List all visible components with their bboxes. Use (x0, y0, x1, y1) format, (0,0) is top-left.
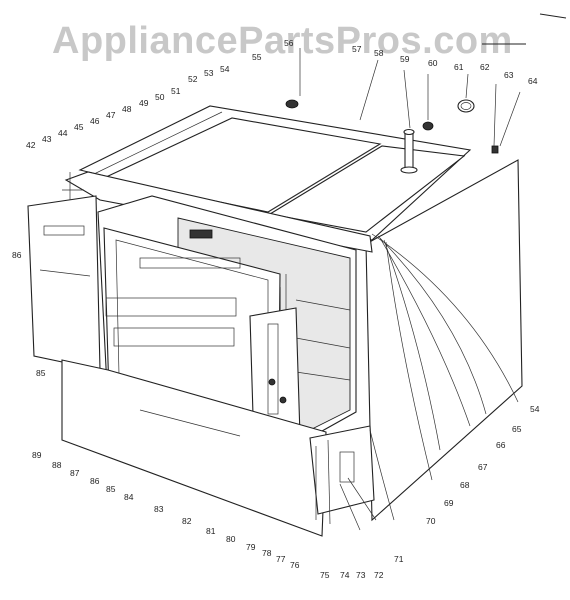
callout-label: 89 (32, 450, 42, 460)
callout-label: 73 (356, 570, 366, 580)
callout-label: 54 (530, 404, 540, 414)
callout-label: 83 (154, 504, 164, 514)
callout-label: 46 (90, 116, 100, 126)
watermark: AppliancePartsPros.com (52, 20, 513, 62)
callout-label: 54 (220, 64, 230, 74)
callout-label: 70 (426, 516, 436, 526)
callout-label: 63 (504, 70, 514, 80)
callout-label: 51 (171, 86, 181, 96)
clip-part-64 (491, 145, 499, 154)
callout-label: 45 (74, 122, 84, 132)
drawer-bin (309, 425, 375, 515)
callout-label: 57 (352, 44, 362, 54)
callout-label: 53 (204, 68, 214, 78)
callout-label: 50 (155, 92, 165, 102)
callout-label: 48 (122, 104, 132, 114)
callout-label: 60 (428, 58, 438, 68)
callout-label: 58 (374, 48, 384, 58)
callouts-right: 54 65 66 67 68 69 70 (426, 404, 540, 526)
callout-label: 79 (246, 542, 256, 552)
vent-post (404, 131, 414, 171)
callout-label: 87 (70, 468, 80, 478)
callouts-left: 86 85 (12, 250, 46, 378)
callout-label: 61 (454, 62, 464, 72)
callout-label: 84 (124, 492, 134, 502)
knob-part-60 (422, 121, 434, 131)
callout-label: 74 (340, 570, 350, 580)
callout-label: 81 (206, 526, 216, 536)
callout-label: 49 (139, 98, 149, 108)
callout-label: 67 (478, 462, 488, 472)
callout-label: 55 (252, 52, 262, 62)
callout-label: 66 (496, 440, 506, 450)
callout-label: 75 (320, 570, 330, 580)
leader-lines (62, 48, 521, 531)
callout-label: 42 (26, 140, 36, 150)
callouts-top: 42 43 44 45 46 47 48 49 50 51 52 53 54 5… (26, 38, 538, 150)
callout-label: 65 (512, 424, 522, 434)
callout-label: 62 (480, 62, 490, 72)
callout-label: 76 (290, 560, 300, 570)
element-part-53 (189, 229, 213, 239)
callout-label: 77 (276, 554, 286, 564)
callout-label: 59 (400, 54, 410, 64)
callout-label: 80 (226, 534, 236, 544)
callout-label: 85 (36, 368, 46, 378)
callout-label: 88 (52, 460, 62, 470)
callout-label: 78 (262, 548, 272, 558)
callout-label: 86 (90, 476, 100, 486)
callout-label: 86 (12, 250, 22, 260)
callout-label: 64 (528, 76, 538, 86)
callout-label: 82 (182, 516, 192, 526)
knob-part-55 (285, 99, 299, 109)
callout-label: 44 (58, 128, 68, 138)
callout-label: 43 (42, 134, 52, 144)
callouts-bottom: 89 88 87 86 85 84 83 82 81 80 79 78 77 7… (32, 450, 404, 580)
callout-label: 47 (106, 110, 116, 120)
callout-label: 85 (106, 484, 116, 494)
callout-label: 56 (284, 38, 294, 48)
left-door-handle (43, 225, 85, 236)
corner-mark (539, 13, 567, 19)
ring-part-62 (457, 99, 475, 113)
callout-label: 72 (374, 570, 384, 580)
callout-label: 52 (188, 74, 198, 84)
left-door (27, 195, 101, 371)
callout-label: 68 (460, 480, 470, 490)
callout-label: 69 (444, 498, 454, 508)
callout-label: 71 (394, 554, 404, 564)
